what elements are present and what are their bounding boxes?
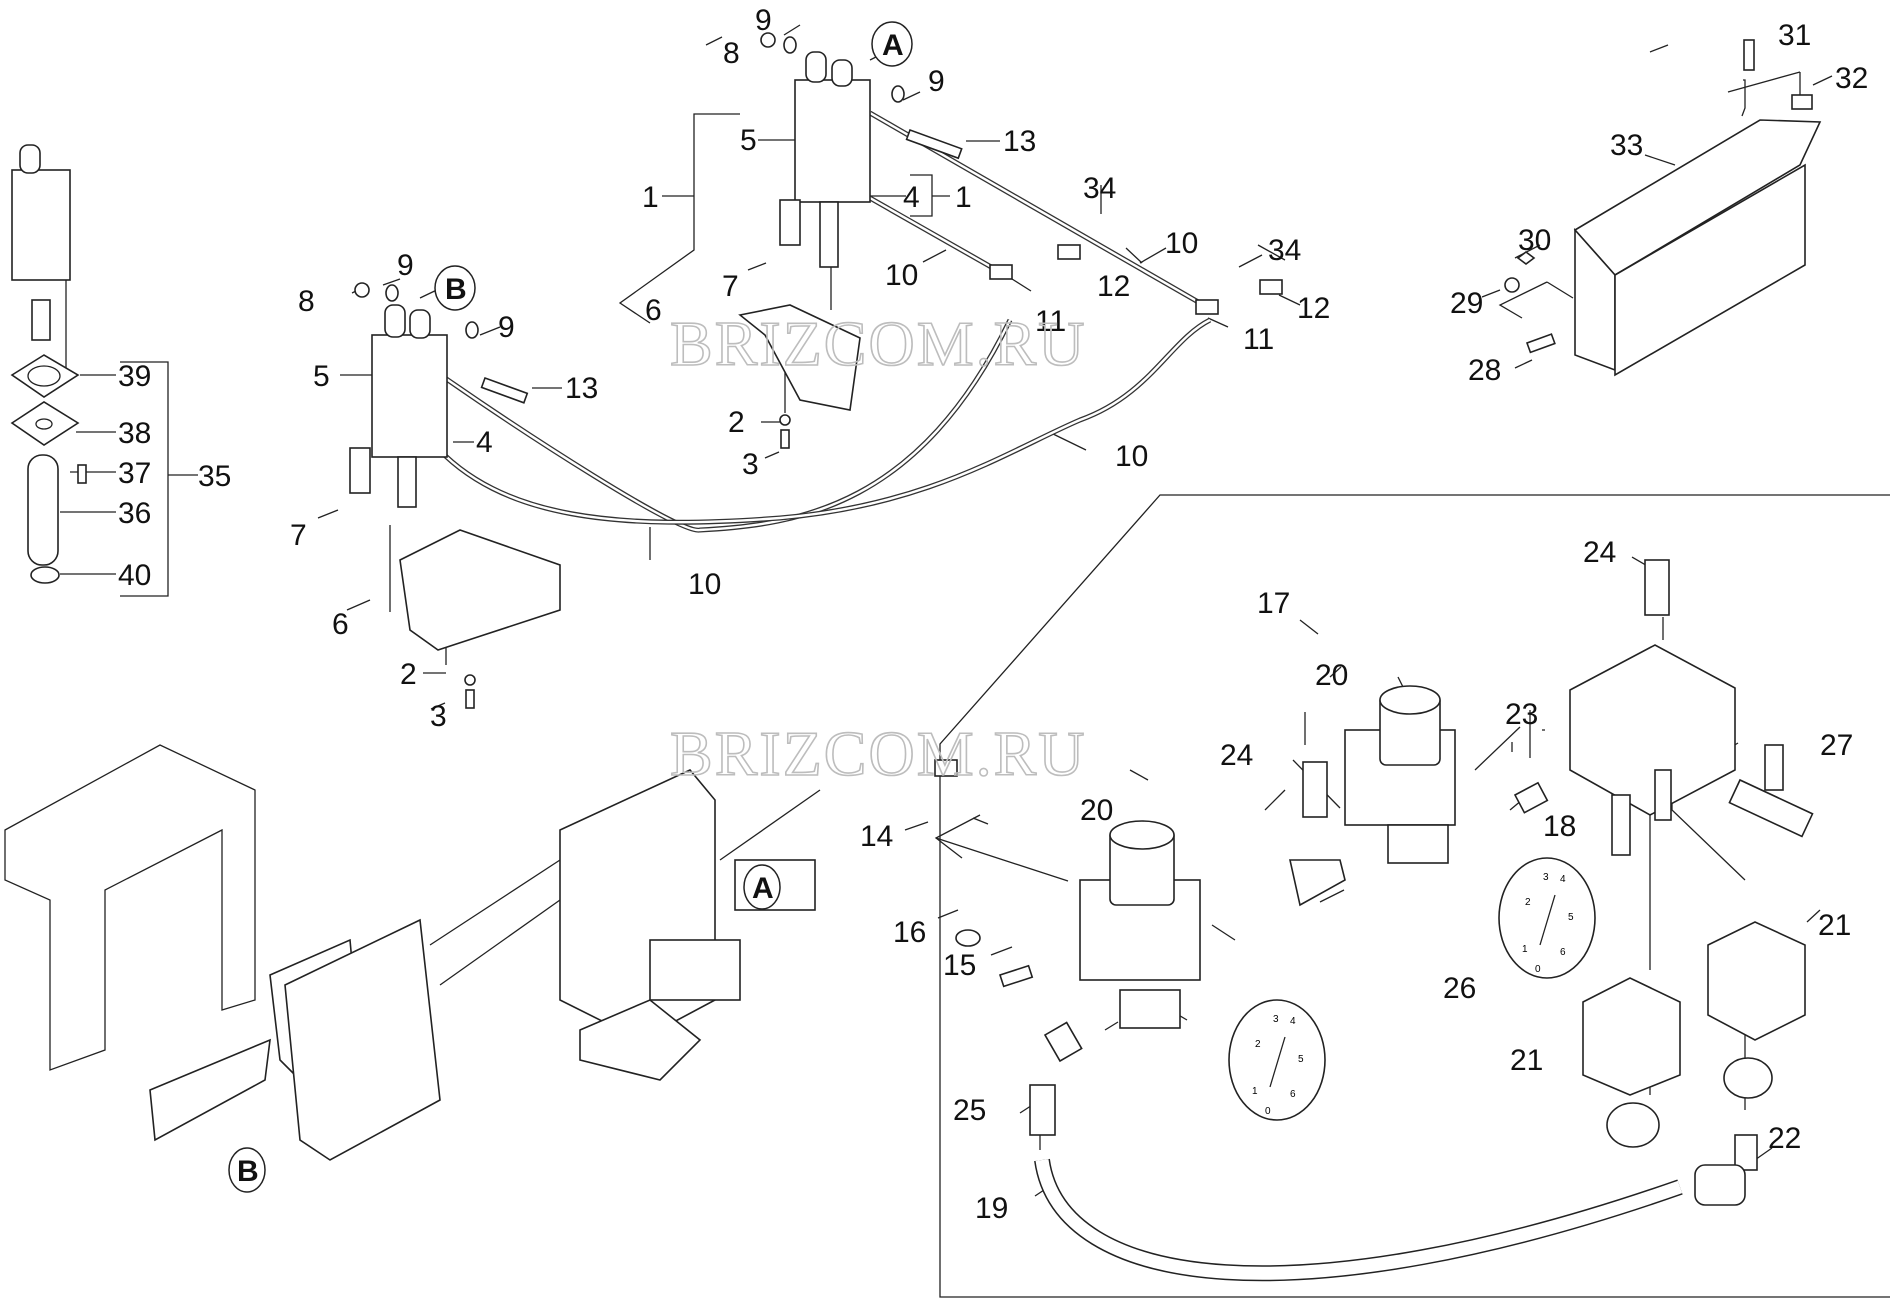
- callout-18: 18: [1543, 810, 1576, 843]
- cylinder-a-assembly: [738, 32, 1283, 449]
- view-marker-b-bottom: B: [228, 1147, 266, 1193]
- frame-and-valve-assembly: [4, 744, 821, 1161]
- gauge-tick: 1: [1522, 944, 1528, 955]
- callout-24: 24: [1583, 536, 1616, 569]
- callout-2: 2: [728, 406, 745, 439]
- callout-20: 20: [1315, 659, 1348, 692]
- callout-9: 9: [755, 4, 772, 37]
- gauge-tick: 0: [1535, 964, 1541, 975]
- view-marker-letter: B: [237, 1155, 259, 1188]
- view-marker-letter: A: [752, 872, 774, 905]
- callout-37: 37: [118, 457, 151, 490]
- gauge-tick: 4: [1560, 874, 1566, 885]
- callout-9: 9: [498, 311, 515, 344]
- callout-39: 39: [118, 360, 151, 393]
- callout-13: 13: [565, 372, 598, 405]
- cylinder-b-assembly: [349, 282, 561, 709]
- callout-38: 38: [118, 417, 151, 450]
- callout-26: 26: [1443, 972, 1476, 1005]
- callout-2: 2: [400, 658, 417, 691]
- callout-5: 5: [313, 360, 330, 393]
- callout-35: 35: [198, 460, 231, 493]
- view-marker-b-top: B: [434, 265, 476, 311]
- gauge-tick: 5: [1568, 912, 1574, 923]
- gauge-tick: 2: [1255, 1039, 1261, 1050]
- callout-21: 21: [1510, 1044, 1543, 1077]
- callout-20: 20: [1080, 794, 1113, 827]
- callout-3: 3: [742, 448, 759, 481]
- gauge-tick: 6: [1290, 1089, 1296, 1100]
- callout-12: 12: [1097, 270, 1130, 303]
- callout-34: 34: [1083, 172, 1116, 205]
- callout-27: 27: [1820, 729, 1853, 762]
- cylinder-35-assembly: [10, 144, 87, 584]
- callout-19: 19: [975, 1192, 1008, 1225]
- callout-17: 17: [1257, 587, 1290, 620]
- gauge-dial-upper: 0 1 2 3 4 5 6: [1522, 872, 1574, 975]
- callout-33: 33: [1610, 129, 1643, 162]
- control-box-33: [1504, 39, 1822, 377]
- callout-4: 4: [903, 181, 920, 214]
- watermark: BRIZCOM.RU: [670, 308, 1087, 379]
- callout-15: 15: [943, 949, 976, 982]
- callout-10: 10: [688, 568, 721, 601]
- callout-8: 8: [723, 37, 740, 70]
- callout-30: 30: [1518, 224, 1551, 257]
- callout-10: 10: [1165, 227, 1198, 260]
- callout-9: 9: [397, 249, 414, 282]
- callout-4: 4: [476, 426, 493, 459]
- hose-lines: [430, 110, 1683, 1282]
- gauge-tick: 3: [1273, 1014, 1279, 1025]
- callout-32: 32: [1835, 62, 1868, 95]
- callout-1: 1: [642, 181, 659, 214]
- watermark: BRIZCOM.RU: [670, 718, 1087, 789]
- callout-7: 7: [290, 519, 307, 552]
- callout-10: 10: [885, 259, 918, 292]
- callout-29: 29: [1450, 287, 1483, 320]
- callout-36: 36: [118, 497, 151, 530]
- callout-11: 11: [1243, 323, 1274, 356]
- gauge-tick: 2: [1525, 897, 1531, 908]
- callout-14: 14: [860, 820, 893, 853]
- gauge-tick: 5: [1298, 1054, 1304, 1065]
- gauge-dial-lower: 0 1 2 3 4 5 6: [1252, 1014, 1304, 1117]
- callout-9: 9: [928, 65, 945, 98]
- callout-6: 6: [332, 608, 349, 641]
- callout-3: 3: [430, 700, 447, 733]
- callout-16: 16: [893, 916, 926, 949]
- gauge-tick: 4: [1290, 1016, 1296, 1027]
- callout-11: 11: [1035, 305, 1066, 338]
- callout-22: 22: [1768, 1122, 1801, 1155]
- callout-28: 28: [1468, 354, 1501, 387]
- callout-24: 24: [1220, 739, 1253, 772]
- callout-12: 12: [1297, 292, 1330, 325]
- callout-23: 23: [1505, 698, 1538, 731]
- callout-5: 5: [740, 124, 757, 157]
- callout-7: 7: [722, 270, 739, 303]
- callout-34: 34: [1268, 234, 1301, 267]
- callout-6: 6: [645, 294, 662, 327]
- callout-labels: 39 38 37 35 36 40 8 9 9 5 13 4 7 10 6 2 …: [118, 4, 1868, 1225]
- callout-40: 40: [118, 559, 151, 592]
- gauge-tick: 1: [1252, 1086, 1258, 1097]
- view-marker-a-bottom: A: [743, 864, 781, 910]
- gauge-tick: 3: [1543, 872, 1549, 883]
- view-marker-a-top: A: [871, 21, 913, 67]
- callout-21: 21: [1818, 909, 1851, 942]
- callout-13: 13: [1003, 125, 1036, 158]
- gauge-tick: 0: [1265, 1106, 1271, 1117]
- callout-8: 8: [298, 285, 315, 318]
- view-marker-letter: A: [882, 29, 904, 62]
- callout-1: 1: [955, 181, 972, 214]
- gauge-tick: 6: [1560, 947, 1566, 958]
- regulator-assembly-17: [934, 559, 1814, 1206]
- callout-10: 10: [1115, 440, 1148, 473]
- view-marker-letter: B: [445, 273, 467, 306]
- callout-31: 31: [1778, 19, 1811, 52]
- callout-25: 25: [953, 1094, 986, 1127]
